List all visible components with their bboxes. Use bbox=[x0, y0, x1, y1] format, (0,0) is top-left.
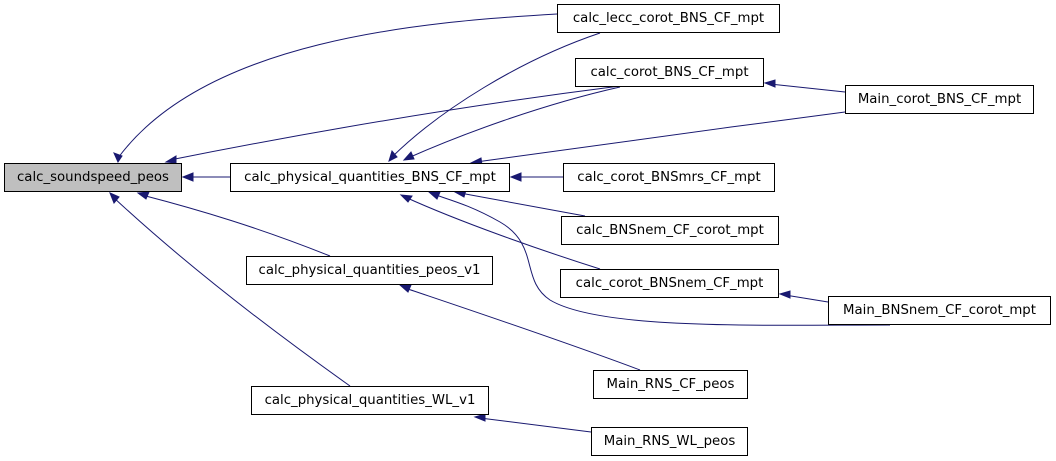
edge-corotbnsnem-to-bns bbox=[404, 196, 601, 270]
node-calc-corot-bnsnem-cf-mpt[interactable]: calc_corot_BNSnem_CF_mpt bbox=[560, 269, 779, 298]
node-calc-physical-quantities-bns-cf-mpt[interactable]: calc_physical_quantities_BNS_CF_mpt bbox=[230, 163, 510, 192]
edge-peosv1-to-root bbox=[141, 194, 331, 257]
edge-wlv1-to-root bbox=[112, 196, 351, 387]
arrowhead-lecc-to-bns bbox=[388, 149, 398, 162]
edge-corot-to-root bbox=[169, 85, 621, 161]
arrowhead-mainbnsnem-to-corotbnsnem bbox=[778, 290, 791, 299]
arrowhead-mainbnsnem-to-bns bbox=[427, 191, 441, 200]
node-main-corot-bns-cf-mpt[interactable]: Main_corot_BNS_CF_mpt bbox=[845, 85, 1034, 114]
arrowhead-maincorot-to-corot bbox=[763, 79, 776, 88]
node-calc-physical-quantities-wl-v1[interactable]: calc_physical_quantities_WL_v1 bbox=[251, 386, 489, 415]
edge-mainbnsnem-to-bns bbox=[432, 193, 891, 326]
arrowhead-corot-to-bns bbox=[402, 151, 415, 161]
edge-maincorot-to-bns bbox=[475, 111, 846, 163]
node-main-rns-cf-peos[interactable]: Main_RNS_CF_peos bbox=[593, 370, 748, 399]
arrowhead-corotbnsnem-to-bns bbox=[399, 194, 413, 203]
node-main-bnsnem-cf-corot-mpt[interactable]: Main_BNSnem_CF_corot_mpt bbox=[828, 296, 1051, 325]
arrowhead-bns-to-root bbox=[181, 172, 194, 182]
edge-lecc-to-bns bbox=[391, 32, 601, 158]
edge-mainbnsnem-to-corotbnsnem bbox=[784, 294, 829, 303]
node-main-rns-wl-peos[interactable]: Main_RNS_WL_peos bbox=[591, 427, 748, 456]
arrowhead-peosv1-to-root bbox=[136, 191, 150, 200]
arrowhead-lecc-to-root bbox=[113, 152, 123, 164]
arrowhead-rnswl-to-wlv1 bbox=[473, 413, 486, 422]
edge-rnscf-to-peosv1 bbox=[404, 287, 641, 371]
node-calc-lecc-corot-bns-cf-mpt[interactable]: calc_lecc_corot_BNS_CF_mpt bbox=[557, 4, 780, 33]
edge-lecc-to-root bbox=[117, 13, 558, 159]
arrowhead-wlv1-to-root bbox=[109, 192, 120, 204]
edge-rnswl-to-wlv1 bbox=[479, 417, 592, 433]
node-calc-soundspeed-peos: calc_soundspeed_peos bbox=[4, 163, 182, 192]
arrowhead-bnsmrs-to-bns bbox=[509, 172, 522, 182]
node-calc-corot-bns-cf-mpt[interactable]: calc_corot_BNS_CF_mpt bbox=[575, 58, 764, 87]
edge-bnsnemcorot-to-bns bbox=[459, 192, 586, 217]
arrowhead-corot-to-root bbox=[164, 155, 177, 164]
node-calc-corot-bnsmrs-cf-mpt[interactable]: calc_corot_BNSmrs_CF_mpt bbox=[563, 163, 775, 192]
arrowhead-rnscf-to-peosv1 bbox=[398, 284, 412, 293]
edge-maincorot-to-corot bbox=[769, 83, 846, 93]
node-calc-physical-quantities-peos-v1[interactable]: calc_physical_quantities_peos_v1 bbox=[246, 256, 493, 285]
node-calc-bnsnem-cf-corot-mpt[interactable]: calc_BNSnem_CF_corot_mpt bbox=[561, 216, 779, 245]
edge-corot-to-bns bbox=[407, 86, 621, 159]
